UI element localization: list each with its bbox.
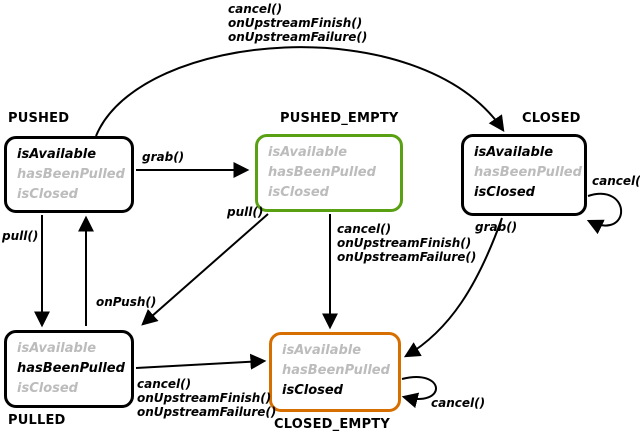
state-name-pulled: PULLED [8, 413, 66, 428]
transition-label-line: onUpstreamFailure() [228, 30, 368, 44]
transition-label-line: cancel() [228, 2, 283, 16]
flag-isClosed: isClosed [17, 381, 78, 396]
state-name-closed: CLOSED [522, 111, 581, 126]
flag-hasBeenPulled: hasBeenPulled [268, 165, 376, 180]
transition-label-line: cancel() [137, 377, 192, 391]
flag-isAvailable: isAvailable [474, 145, 554, 160]
transition-label-line: onUpstreamFinish() [337, 236, 472, 250]
transition-label-grab-closed: grab() [475, 220, 518, 234]
flag-hasBeenPulled: hasBeenPulled [17, 167, 125, 182]
arrow-pushed-to-closed [95, 46, 505, 137]
transition-label-pushed-to-closed: cancel() onUpstreamFinish() onUpstreamFa… [228, 2, 367, 44]
transition-label-line: cancel() [337, 222, 392, 236]
state-box-pushed: isAvailable hasBeenPulled isClosed [4, 136, 134, 213]
state-name-pushed: PUSHED [8, 111, 70, 126]
state-box-pulled: isAvailable hasBeenPulled isClosed [4, 330, 134, 408]
transition-label-onpush: onPush() [96, 295, 157, 309]
arrow-closed-to-closed-empty [403, 217, 503, 358]
transition-label-line: onUpstreamFinish() [228, 16, 363, 30]
flag-isAvailable: isAvailable [282, 343, 362, 358]
transition-label-cancel-closed-loop: cancel() [592, 174, 640, 188]
arrow-pushed-empty-to-pulled [141, 213, 269, 326]
flag-isClosed: isClosed [282, 383, 343, 398]
transition-label-pull-left: pull() [2, 229, 39, 243]
transition-label-cancel-closed-empty-loop: cancel() [431, 396, 486, 410]
flag-isAvailable: isAvailable [17, 147, 97, 162]
transition-label-line: onUpstreamFailure() [137, 405, 277, 419]
state-name-closed-empty: CLOSED_EMPTY [274, 417, 390, 432]
transition-label-line: onUpstreamFailure() [337, 250, 477, 264]
flag-isAvailable: isAvailable [268, 145, 348, 160]
transition-label-grab-pushed: grab() [142, 150, 185, 164]
state-name-pushed-empty: PUSHED_EMPTY [280, 111, 399, 126]
state-box-closed-empty: isAvailable hasBeenPulled isClosed [269, 332, 401, 412]
flag-isAvailable: isAvailable [17, 341, 97, 356]
transition-label-pushed-empty-to-closed-empty: cancel() onUpstreamFinish() onUpstreamFa… [337, 222, 476, 264]
state-box-pushed-empty: isAvailable hasBeenPulled isClosed [255, 134, 403, 212]
flag-hasBeenPulled: hasBeenPulled [282, 363, 390, 378]
arrow-closed-empty-self-loop [401, 376, 437, 409]
flag-hasBeenPulled: hasBeenPulled [474, 165, 582, 180]
flag-isClosed: isClosed [17, 187, 78, 202]
arrow-pulled-to-closed-empty [135, 353, 267, 370]
flag-isClosed: isClosed [474, 185, 535, 200]
flag-hasBeenPulled: hasBeenPulled [17, 361, 125, 376]
flag-isClosed: isClosed [268, 185, 329, 200]
transition-label-line: onUpstreamFinish() [137, 391, 272, 405]
transition-label-pull-diagonal: pull() [227, 205, 264, 219]
transition-label-pulled-to-closed-empty: cancel() onUpstreamFinish() onUpstreamFa… [137, 377, 276, 419]
arrow-closed-self-loop [586, 193, 622, 235]
state-box-closed: isAvailable hasBeenPulled isClosed [461, 134, 587, 216]
